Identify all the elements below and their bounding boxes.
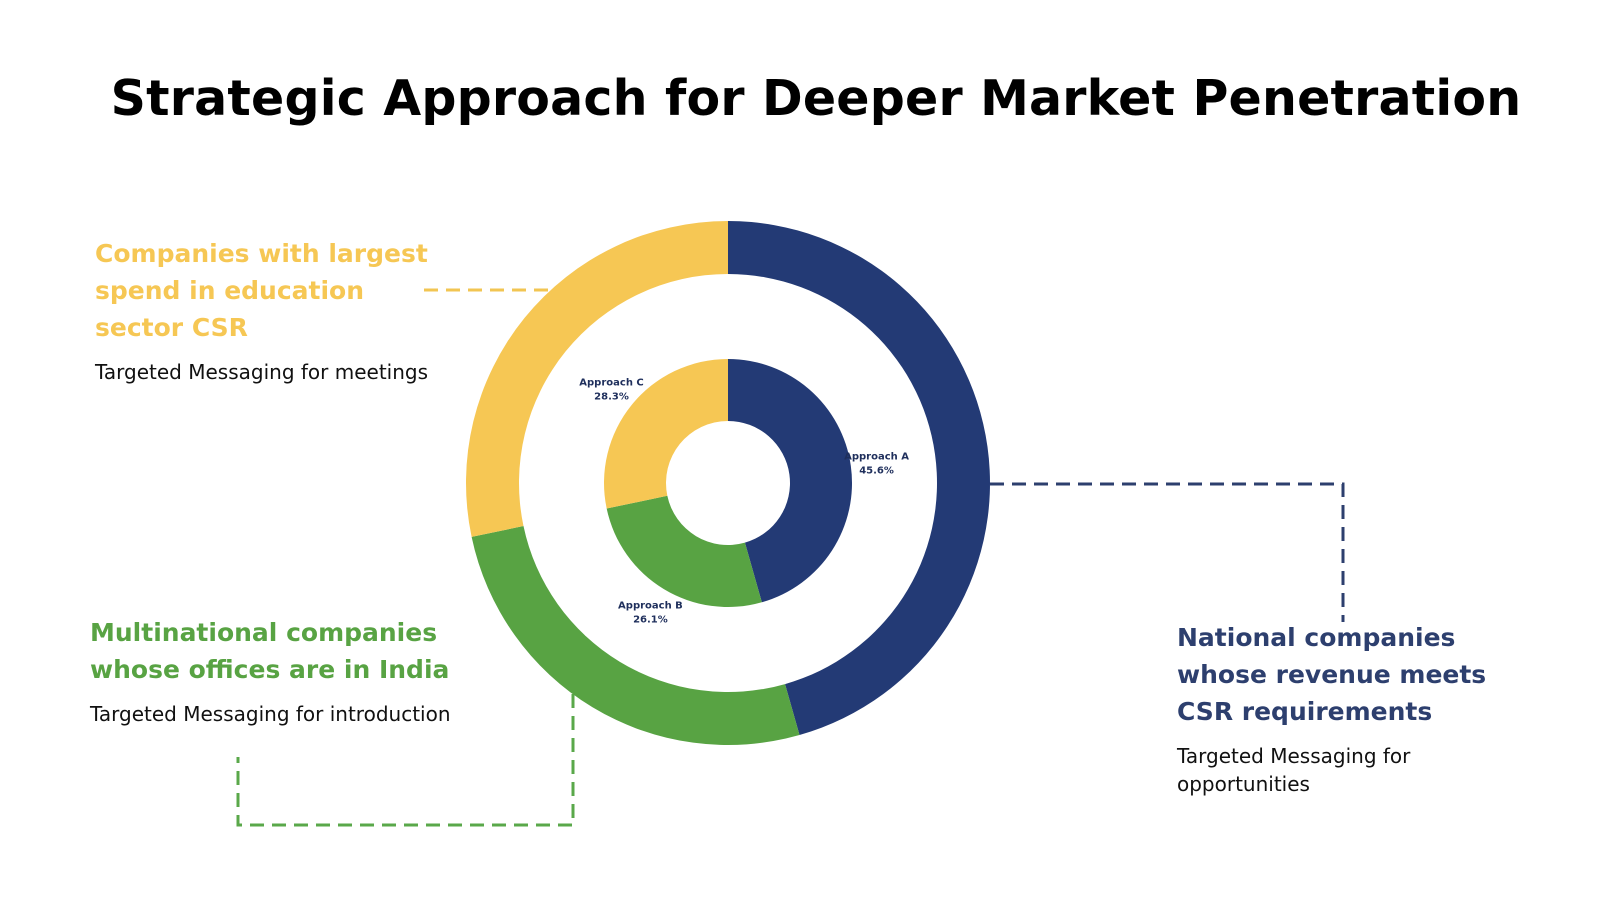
label-approach-b-name: Approach B xyxy=(618,600,683,611)
label-approach-b-value: 26.1% xyxy=(633,614,668,625)
callout-approach-c: Companies with largest spend in educatio… xyxy=(95,235,435,386)
callout-b-description: Targeted Messaging for introduction xyxy=(90,702,451,726)
page-title: Strategic Approach for Deeper Market Pen… xyxy=(110,70,1522,127)
callout-c-heading: Companies with largest spend in educatio… xyxy=(95,239,428,342)
connector-approach-a xyxy=(990,482,1345,622)
connector-lines xyxy=(236,288,1345,827)
label-approach-c-value: 28.3% xyxy=(594,391,629,402)
label-approach-a-name: Approach A xyxy=(844,451,909,462)
outer-slice-approach-c xyxy=(466,221,728,537)
callout-b-heading: Multinational companies whose offices ar… xyxy=(90,618,450,684)
inner-ring xyxy=(603,358,852,608)
outer-slice-approach-a xyxy=(728,221,991,736)
callout-a-description: Targeted Messaging for opportunities xyxy=(1177,744,1411,796)
inner-ring-labels: Approach A 45.6% Approach B 26.1% Approach C… xyxy=(579,377,909,625)
outer-slice-approach-b xyxy=(471,526,800,746)
outer-ring xyxy=(466,221,991,746)
label-approach-a-value: 45.6% xyxy=(859,465,894,476)
connector-approach-b xyxy=(236,694,575,827)
inner-slice-approach-c xyxy=(603,358,728,509)
callout-approach-b: Multinational companies whose offices ar… xyxy=(90,614,470,728)
label-approach-c-name: Approach C xyxy=(579,377,643,388)
inner-slice-approach-a xyxy=(728,359,852,603)
callout-a-heading: National companies whose revenue meets C… xyxy=(1177,623,1487,726)
inner-slice-approach-b xyxy=(606,495,762,608)
callout-c-description: Targeted Messaging for meetings xyxy=(95,360,429,384)
callout-approach-a: National companies whose revenue meets C… xyxy=(1177,619,1517,798)
